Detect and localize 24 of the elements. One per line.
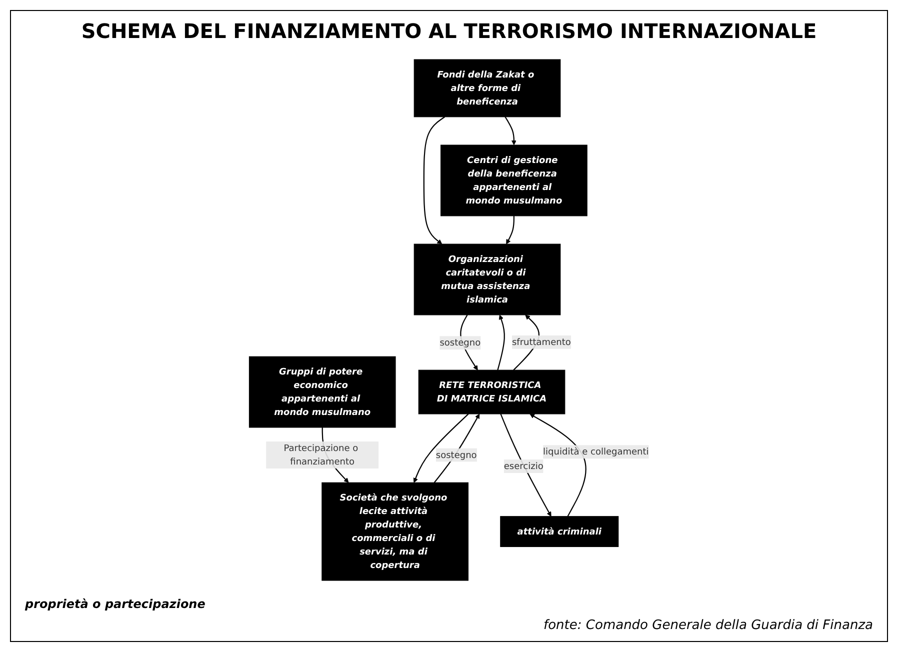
arrow — [530, 414, 586, 517]
node-box: Centri di gestione della beneficenza appartenenti al mondo musulmano — [440, 144, 588, 216]
arrow — [506, 216, 514, 244]
title: SCHEMA DEL FINANZIAMENTO AL TERRORISMO INTERNAZIONALE — [80, 19, 818, 43]
edge-label: sfruttamento — [512, 336, 571, 348]
caption: fonte: Comando Generale della Guardia di Finanza — [544, 618, 873, 633]
node-box: RETE TERRORISTICA DI MATRICE ISLAMICA — [418, 370, 566, 414]
node-box: attività criminali — [500, 516, 619, 548]
arrow — [504, 116, 516, 146]
arrow — [423, 116, 446, 244]
edge-label: esercizio — [504, 460, 544, 472]
note-text: proprietà o partecipazione — [25, 597, 206, 611]
edge-label: sostegno — [436, 449, 477, 460]
edge-label: sostegno — [440, 337, 481, 348]
arrow — [500, 414, 552, 517]
node-box: Organizzazioni caritatevoli o di mutua assistenza islamica — [414, 244, 561, 316]
node-box: Fondi della Zakat o altre forme di beneficenza — [414, 59, 561, 118]
node-box: Società che svolgono lecite attività produttive, commerciali o di servizi, ma di copertura — [322, 482, 468, 581]
arrow — [434, 414, 480, 483]
node-box: Gruppi di potere economico appartenenti al mondo musulmano — [248, 356, 396, 428]
edge-label: Partecipazione o finanziamento — [284, 442, 358, 467]
arrow — [497, 314, 505, 370]
edge-label: liquidità e collegamenti — [543, 446, 649, 457]
arrow — [413, 414, 469, 483]
